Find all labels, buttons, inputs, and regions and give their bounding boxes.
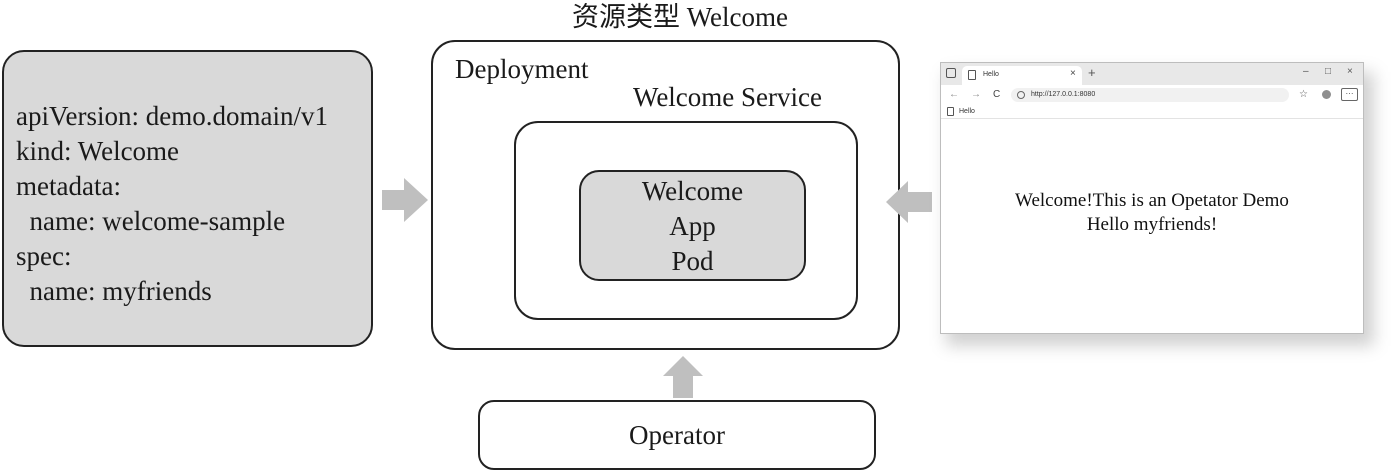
globe-icon bbox=[1017, 91, 1025, 99]
service-box bbox=[514, 121, 858, 320]
window-close-icon[interactable]: × bbox=[1347, 66, 1353, 77]
operator-label: Operator bbox=[629, 420, 725, 450]
page-icon bbox=[968, 70, 976, 80]
menu-icon[interactable]: ··· bbox=[1341, 88, 1358, 101]
yaml-line: kind: Welcome bbox=[16, 136, 180, 166]
arrow-up-icon bbox=[663, 356, 703, 398]
deployment-label: Deployment bbox=[455, 54, 589, 84]
page-icon bbox=[947, 107, 954, 116]
pod-line: Pod bbox=[671, 246, 714, 276]
star-icon[interactable]: ☆ bbox=[1299, 89, 1308, 100]
yaml-line: metadata: bbox=[16, 171, 121, 201]
sidebar-toggle-icon[interactable] bbox=[946, 68, 956, 78]
close-icon[interactable]: × bbox=[1070, 68, 1076, 79]
maximize-icon[interactable]: □ bbox=[1325, 66, 1332, 77]
refresh-icon[interactable]: C bbox=[993, 89, 1001, 100]
pod-line: App bbox=[669, 211, 716, 241]
service-label: Welcome Service bbox=[633, 82, 822, 112]
page-text-line: Welcome!This is an Opetator Demo bbox=[1015, 190, 1289, 211]
new-tab-icon[interactable]: + bbox=[1088, 65, 1096, 80]
yaml-text: apiVersion: demo.domain/v1 kind: Welcome… bbox=[16, 99, 376, 309]
diagram-title: 资源类型 Welcome bbox=[571, 2, 789, 32]
tab-title: Hello bbox=[983, 71, 999, 78]
operator-box bbox=[478, 400, 876, 470]
arrow-left-icon bbox=[886, 181, 932, 223]
browser-tab[interactable]: Hello × bbox=[962, 66, 1082, 85]
avatar-icon[interactable] bbox=[1322, 90, 1331, 99]
url-text: http://127.0.0.1:8080 bbox=[1031, 91, 1096, 98]
bookmark-hello[interactable]: Hello bbox=[959, 108, 975, 115]
bookmarks-bar: Hello bbox=[941, 105, 1363, 119]
yaml-line: name: welcome-sample bbox=[16, 206, 286, 236]
yaml-line: apiVersion: demo.domain/v1 bbox=[16, 101, 328, 131]
minimize-icon[interactable]: – bbox=[1303, 66, 1309, 77]
welcome-resource-yaml-box bbox=[2, 50, 373, 347]
address-bar[interactable]: http://127.0.0.1:8080 bbox=[1011, 88, 1289, 102]
browser-toolbar: ← → C http://127.0.0.1:8080 ☆ ··· bbox=[941, 85, 1363, 105]
pod-text: Welcome App Pod bbox=[579, 174, 806, 279]
page-content: Welcome!This is an Opetator Demo Hello m… bbox=[941, 189, 1363, 237]
pod-box bbox=[579, 170, 806, 281]
yaml-line: name: myfriends bbox=[16, 276, 212, 306]
page-text-line: Hello myfriends! bbox=[1086, 214, 1218, 235]
yaml-line: spec: bbox=[16, 241, 72, 271]
arrow-right-icon bbox=[382, 178, 428, 222]
browser-window: Hello × + – □ × ← → C http://127.0.0.1:8… bbox=[940, 62, 1364, 334]
tab-bar: Hello × + – □ × bbox=[941, 63, 1363, 85]
pod-line: Welcome bbox=[641, 176, 744, 206]
back-arrow-icon[interactable]: ← bbox=[949, 89, 959, 100]
forward-arrow-icon[interactable]: → bbox=[971, 89, 981, 100]
